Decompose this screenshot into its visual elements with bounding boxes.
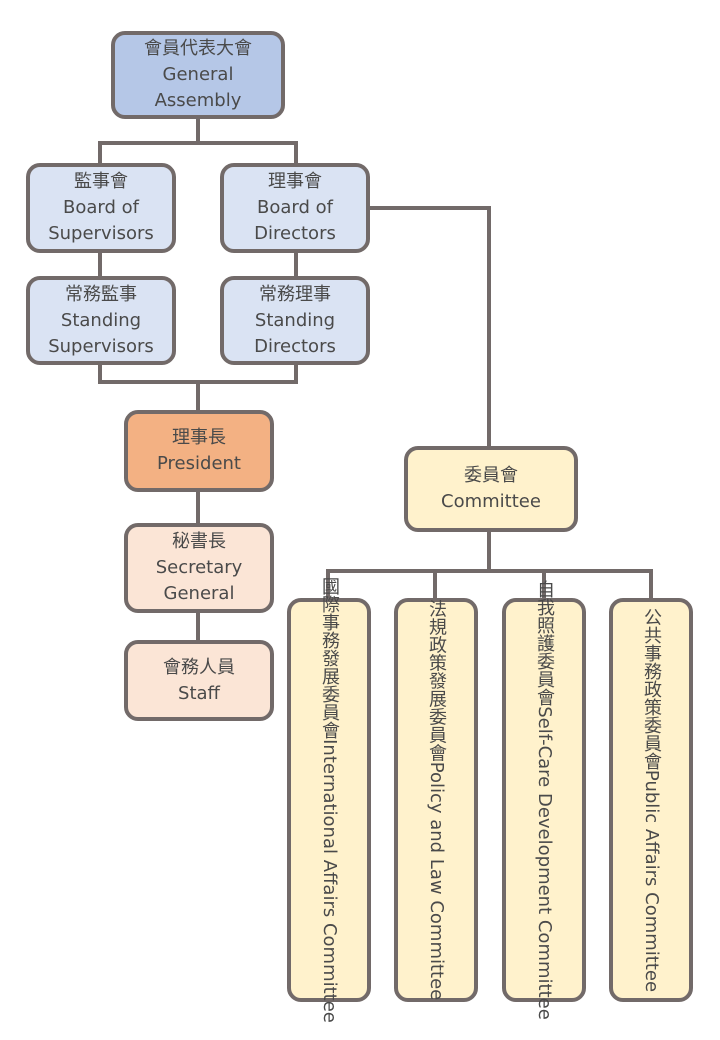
node-label-zh: 自我照護委員會 [534, 580, 555, 707]
node-secretary-general: 秘書長 Secretary General [124, 523, 274, 613]
node-label-zh: 法規政策發展委員會 [426, 599, 447, 762]
connector-president-secretary [196, 488, 200, 526]
node-standing-directors: 常務理事 Standing Directors [220, 276, 370, 365]
connector-directors-right [366, 206, 491, 210]
node-label-en: Self-Care Development Committee [534, 706, 555, 1020]
node-label-en: Supervisors [48, 335, 154, 357]
connector-sup-standing [98, 250, 102, 278]
connector-to-committee-1 [326, 569, 330, 601]
node-standing-supervisors: 常務監事 Standing Supervisors [26, 276, 176, 365]
node-label-en: Standing [254, 309, 336, 331]
node-label-zh: 會務人員 [163, 656, 235, 678]
connector-standing-sup-down [98, 362, 102, 384]
connector-committee-down [487, 528, 491, 572]
node-label-en: General [162, 64, 234, 85]
node-label-en: Secretary [155, 557, 243, 578]
node-label-en: Directors [254, 335, 336, 357]
node-label-en: International Affairs Committee [319, 739, 340, 1023]
node-label-zh: 常務監事 [65, 283, 137, 305]
connector-to-committee-4 [649, 569, 653, 601]
connector-ga-split [98, 141, 298, 145]
connector-directors-committee [487, 206, 491, 448]
connector-to-committee-3 [542, 569, 546, 601]
node-label-zh: 委員會 [464, 465, 518, 486]
connector-committee-split [326, 569, 653, 573]
node-label-en: Policy and Law Committee [426, 761, 447, 1001]
connector-to-president [196, 380, 200, 412]
node-committee-policy-law: 法規政策發展委員會 Policy and Law Committee [394, 598, 478, 1002]
node-committee-public-affairs: 公共事務政策委員會 Public Affairs Committee [609, 598, 693, 1002]
node-label-en: Staff [178, 682, 220, 704]
node-label-en: Committee [441, 491, 541, 512]
node-staff: 會務人員 Staff [124, 640, 274, 721]
node-board-of-directors: 理事會 Board of Directors [220, 163, 370, 253]
node-general-assembly: 會員代表大會 General Assembly [111, 31, 285, 119]
node-label-en: Board of [63, 197, 139, 218]
node-label-en: President [157, 453, 241, 474]
node-label-zh: 常務理事 [259, 283, 331, 305]
node-committee-self-care: 自我照護委員會 Self-Care Development Committee [502, 580, 586, 1020]
node-president: 理事長 President [124, 410, 274, 492]
node-label-zh: 理事長 [172, 427, 226, 448]
node-label-en: Directors [254, 223, 336, 244]
connector-dir-standing [294, 250, 298, 278]
node-board-of-supervisors: 監事會 Board of Supervisors [26, 163, 176, 253]
node-committee-international-affairs: 國際事務發展委員會 International Affairs Committe… [287, 577, 371, 1023]
node-label-en: Supervisors [48, 223, 154, 244]
node-label-zh: 國際事務發展委員會 [319, 577, 340, 740]
node-label-en: Standing [60, 309, 142, 331]
node-label-zh: 會員代表大會 [144, 38, 252, 59]
node-label-en: General [163, 583, 235, 604]
connector-ga-down [196, 116, 200, 144]
connector-standing-dir-down [294, 362, 298, 384]
connector-to-committee-2 [433, 569, 437, 601]
connector-to-supervisors [98, 141, 102, 165]
node-label-en: Public Affairs Committee [641, 769, 662, 993]
node-label-en: Assembly [154, 90, 242, 111]
node-label-zh: 秘書長 [172, 531, 226, 552]
node-label-zh: 理事會 [268, 171, 322, 192]
connector-to-directors [294, 141, 298, 165]
node-label-zh: 公共事務政策委員會 [641, 607, 662, 770]
node-label-zh: 監事會 [74, 171, 128, 192]
node-committee: 委員會 Committee [404, 446, 578, 532]
connector-secretary-staff [196, 610, 200, 642]
node-label-en: Board of [257, 197, 333, 218]
